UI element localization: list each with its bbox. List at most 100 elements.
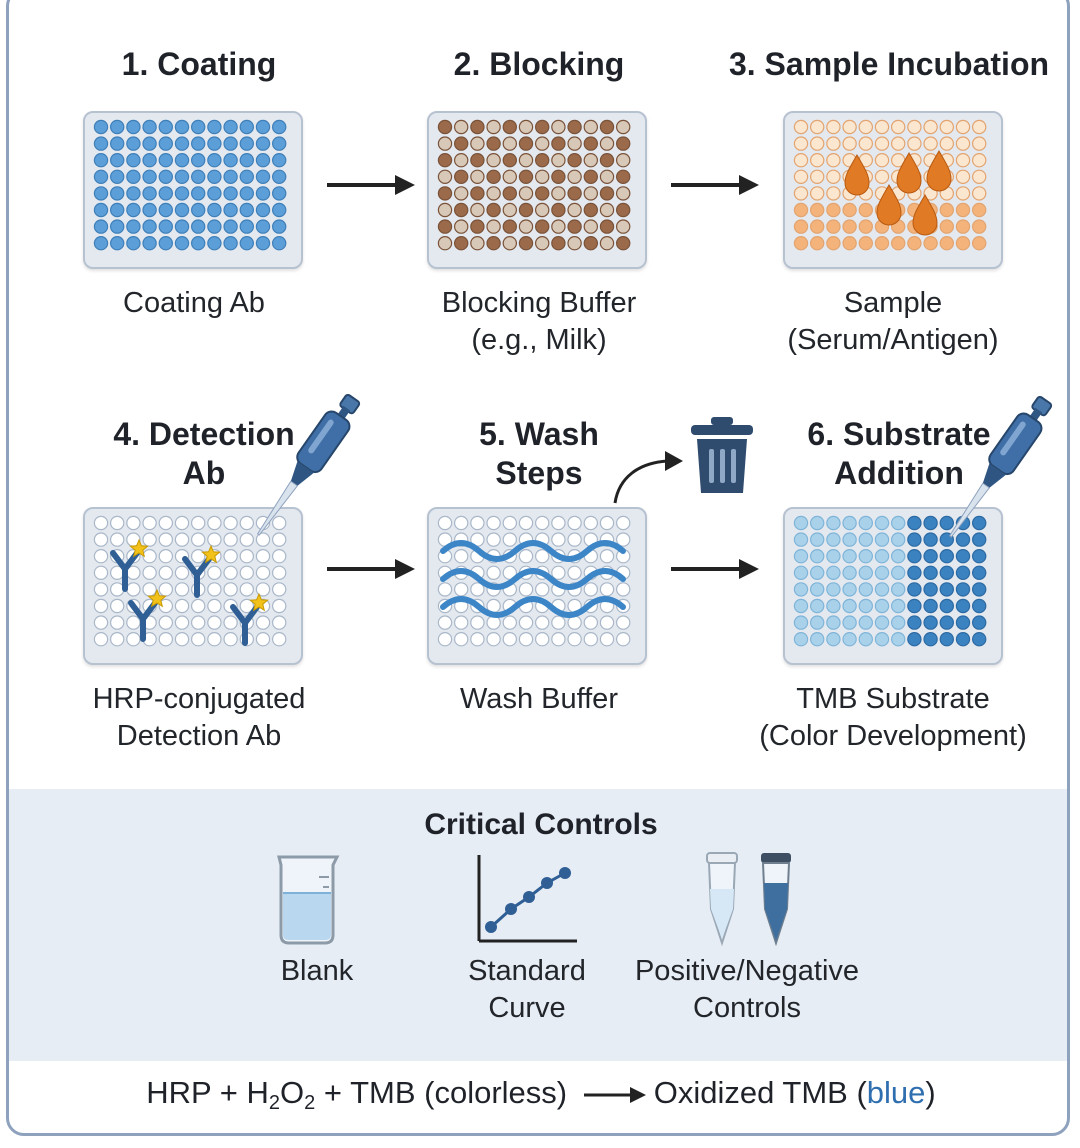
well: [158, 582, 174, 597]
well: [190, 119, 206, 135]
well: [534, 153, 550, 168]
well: [599, 153, 615, 168]
well: [174, 202, 190, 218]
well: [142, 631, 157, 647]
well: [437, 565, 453, 581]
well: [158, 631, 174, 647]
well: [190, 565, 206, 581]
well: [502, 582, 518, 597]
well: [955, 119, 971, 135]
well: [190, 598, 206, 614]
well: [142, 235, 157, 251]
well: [158, 515, 174, 531]
well: [454, 136, 469, 151]
well: [971, 219, 987, 234]
well: [158, 202, 174, 218]
well: [567, 549, 582, 564]
well: [793, 136, 809, 151]
well: [907, 186, 922, 201]
well: [923, 186, 938, 201]
well: [615, 235, 631, 251]
well: [255, 136, 271, 151]
well: [939, 136, 954, 151]
well: [126, 235, 141, 251]
well: [486, 136, 501, 151]
well: [271, 219, 287, 234]
well: [874, 153, 890, 168]
well: [858, 169, 874, 185]
well: [126, 202, 141, 218]
well: [939, 615, 954, 630]
formula-product-prefix: Oxidized TMB (: [653, 1075, 867, 1110]
well: [239, 549, 254, 564]
well: [551, 119, 566, 135]
well: [890, 515, 906, 531]
well: [955, 219, 971, 234]
well: [110, 515, 125, 531]
well: [907, 532, 922, 547]
well: [534, 598, 550, 614]
plate-wash: [427, 507, 647, 665]
well: [842, 549, 857, 564]
well: [437, 532, 453, 547]
well: [955, 532, 971, 547]
well: [567, 598, 582, 614]
well: [502, 615, 518, 630]
well: [551, 582, 566, 597]
well: [534, 631, 550, 647]
well: [534, 515, 550, 531]
well: [551, 235, 566, 251]
well: [874, 136, 890, 151]
well: [971, 202, 987, 218]
well: [874, 515, 890, 531]
well: [174, 235, 190, 251]
well: [793, 202, 809, 218]
well: [890, 202, 906, 218]
well: [567, 235, 582, 251]
well: [955, 235, 971, 251]
reaction-formula: HRP + H2O2 + TMB (colorless) Oxidized TM…: [9, 1071, 1067, 1115]
well: [567, 532, 582, 547]
well: [502, 153, 518, 168]
well: [810, 549, 825, 564]
well: [239, 202, 254, 218]
well: [583, 119, 598, 135]
well: [615, 615, 631, 630]
well: [567, 582, 582, 597]
well: [486, 565, 501, 581]
well: [874, 615, 890, 630]
well: [971, 235, 987, 251]
well: [110, 532, 125, 547]
control-posneg-label-line2: Controls: [693, 992, 801, 1024]
well: [142, 186, 157, 201]
plate-detection: [83, 507, 303, 665]
pipette-icon: [949, 395, 1053, 538]
well: [239, 235, 254, 251]
well: [110, 202, 125, 218]
well: [502, 169, 518, 185]
well: [93, 153, 109, 168]
well: [551, 532, 566, 547]
well: [239, 631, 254, 647]
well: [793, 631, 809, 647]
well: [158, 119, 174, 135]
well: [454, 598, 469, 614]
well: [955, 153, 971, 168]
well: [190, 186, 206, 201]
well: [874, 549, 890, 564]
well: [223, 631, 238, 647]
well: [826, 598, 841, 614]
well: [223, 186, 238, 201]
well: [551, 153, 566, 168]
step-2-label-line1: Blocking Buffer: [441, 287, 637, 319]
well: [810, 631, 825, 647]
well: [826, 186, 841, 201]
well: [518, 532, 534, 547]
well: [858, 136, 874, 151]
well: [223, 119, 238, 135]
well: [271, 549, 287, 564]
well: [551, 565, 566, 581]
well: [110, 582, 125, 597]
well: [255, 169, 271, 185]
well: [239, 119, 254, 135]
